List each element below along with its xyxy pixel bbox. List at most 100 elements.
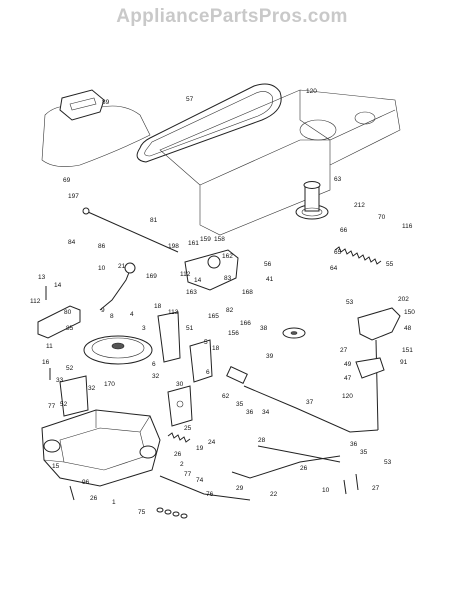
bolt-10 [343,479,347,495]
rod-22 [159,475,251,501]
part-callout-8: 8 [110,313,114,320]
part-callout-56: 56 [264,261,272,268]
part-callout-38: 38 [260,325,268,332]
part-callout-202: 202 [398,296,409,303]
part-callout-80: 80 [64,309,72,316]
part-callout-116: 116 [402,223,413,230]
part-callout-170: 170 [104,381,115,388]
part-callout-32: 32 [88,385,96,392]
spacer-62 [226,366,248,384]
shift-lever [99,269,131,311]
part-callout-150: 150 [404,309,415,316]
part-callout-16: 16 [42,359,50,366]
part-callout-11: 11 [46,343,53,350]
part-callout-21: 21 [118,263,126,270]
brake-arm [355,357,385,379]
part-callout-53: 53 [346,299,354,306]
part-callout-35: 35 [236,401,244,408]
transmission-pulley [83,335,153,365]
part-callout-52: 52 [60,401,68,408]
part-callout-27: 27 [372,485,380,492]
transaxle-axle-boss [43,439,61,453]
part-callout-36: 36 [246,409,254,416]
part-callout-1: 1 [112,499,116,506]
bracket-30-hole [176,400,184,408]
part-callout-70: 70 [378,214,386,221]
part-callout-63: 63 [334,176,342,183]
part-callout-89: 89 [102,99,110,106]
part-callout-26: 26 [300,465,308,472]
part-callout-168: 168 [242,289,253,296]
part-callout-77: 77 [48,403,56,410]
part-callout-30: 30 [176,381,184,388]
part-callout-156: 156 [228,330,239,337]
part-callout-48: 48 [404,325,412,332]
part-callout-5: 5 [204,339,208,346]
brake-rod-end [82,207,90,215]
part-callout-113: 113 [168,309,179,316]
part-callout-112: 112 [180,271,191,278]
part-callout-212: 212 [354,202,365,209]
part-callout-25: 25 [184,425,192,432]
part-callout-62: 62 [222,393,230,400]
part-callout-19: 19 [196,445,204,452]
part-callout-18: 18 [154,303,162,310]
frame-chassis [159,89,401,236]
watermark: AppliancePartsPros.com [116,6,348,27]
part-callout-65: 65 [334,249,342,256]
shift-console [59,89,105,121]
part-callout-47: 47 [344,375,352,382]
part-callout-81: 81 [150,217,158,224]
part-callout-85: 85 [66,325,74,332]
spring [334,246,382,265]
part-callout-33: 33 [56,377,64,384]
part-callout-120: 120 [342,393,353,400]
drive-belt [136,83,282,163]
bolt-96 [69,485,75,501]
shift-knob [124,262,136,274]
part-callout-29: 29 [236,485,244,492]
part-callout-75: 75 [138,509,146,516]
body-panel [41,105,151,167]
part-callout-51: 51 [186,325,194,332]
part-callout-162: 162 [222,253,233,260]
frame-cutout [299,119,337,141]
rod-28 [257,445,341,463]
part-callout-69: 69 [63,177,71,184]
part-callout-24: 24 [208,439,216,446]
part-callout-32: 32 [152,373,160,380]
part-callout-26: 26 [174,451,182,458]
part-callout-34: 34 [262,409,270,416]
part-callout-159: 159 [200,236,211,243]
part-callout-86: 86 [98,243,106,250]
part-callout-9: 9 [101,307,105,314]
part-callout-169: 169 [146,273,157,280]
part-callout-15: 15 [52,463,60,470]
idler-pulley [282,327,306,339]
transaxle-axle-boss-2 [139,445,157,459]
part-callout-112: 112 [30,298,41,305]
part-callout-91: 91 [400,359,408,366]
rod-29 [231,455,341,479]
clutch-bracket [357,307,401,341]
part-callout-6: 6 [152,361,156,368]
part-callout-82: 82 [226,307,234,314]
part-callout-14: 14 [54,282,62,289]
frame-chassis-edge [199,90,396,186]
part-callout-13: 13 [38,274,46,281]
part-callout-6: 6 [206,369,210,376]
shift-bracket [37,305,81,339]
bolt-27 [355,473,359,491]
spring-25 [167,432,191,443]
drive-belt-inner [144,91,273,157]
part-callout-52: 52 [66,365,74,372]
bracket-30 [167,385,193,427]
part-callout-64: 64 [330,265,338,272]
clutch-rod [375,339,379,431]
part-callout-2: 2 [180,461,184,468]
part-callout-14: 14 [194,277,202,284]
part-callout-165: 165 [208,313,219,320]
